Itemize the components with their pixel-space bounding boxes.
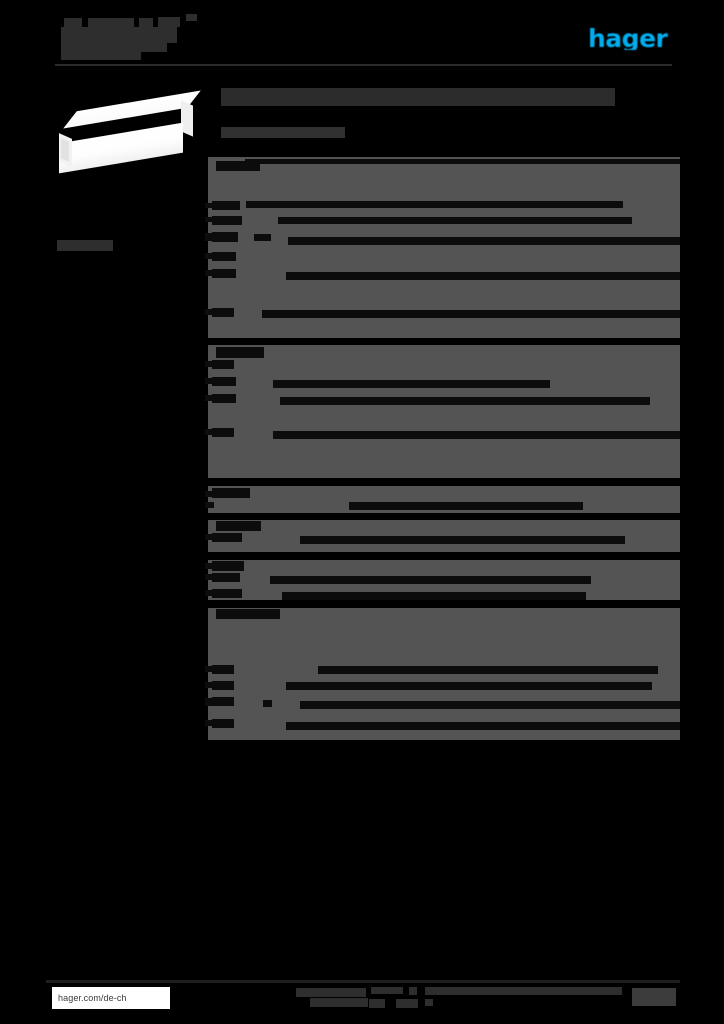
row-value-5	[286, 272, 680, 280]
footer-text-block-7	[425, 987, 622, 995]
row-value-6	[262, 310, 680, 318]
row-value-2	[278, 217, 632, 224]
row-value-9	[280, 397, 650, 405]
row-marker-18	[205, 698, 214, 706]
footer-text-block-8	[425, 999, 433, 1006]
header-reference-line-1	[64, 18, 82, 27]
row-value-11	[349, 502, 583, 510]
row-value-17	[286, 682, 652, 690]
row-label-7	[212, 360, 234, 369]
product-photo	[57, 90, 203, 175]
row-label-2	[212, 216, 242, 225]
row-value-1	[246, 201, 623, 208]
footer-text-block-2	[310, 998, 368, 1007]
page-subtitle	[221, 127, 345, 138]
row-value-8	[273, 380, 550, 388]
sidebar-meta-label	[57, 240, 113, 251]
spec-table-section-6	[205, 608, 680, 740]
row-marker-9	[205, 395, 214, 401]
page-title	[221, 88, 615, 106]
row-marker-5	[205, 270, 214, 276]
row-value-18	[300, 701, 680, 709]
row-marker-11b	[205, 502, 214, 508]
row-label-1	[212, 201, 240, 210]
row-label-8	[212, 377, 236, 386]
row-label-18	[212, 697, 234, 706]
row-marker-1	[205, 203, 214, 208]
row-marker-12	[205, 534, 214, 540]
footer-text-block-1	[296, 988, 366, 997]
row-label-4	[212, 252, 236, 261]
row-marker-3	[205, 233, 214, 241]
header-title-tail	[167, 27, 177, 43]
row-value-12	[300, 536, 625, 544]
section-4-heading	[216, 521, 261, 531]
row-value-15	[282, 592, 586, 600]
row-label-5	[212, 269, 236, 278]
spec-table-section-5	[205, 560, 680, 600]
header-title-block	[61, 27, 167, 52]
footer-text-block-3	[371, 987, 403, 994]
row-marker-13	[205, 563, 214, 569]
row-label-15	[212, 589, 242, 598]
spec-table-section-2	[205, 345, 680, 478]
spec-table-section-4	[205, 520, 680, 552]
row-label-3	[212, 232, 238, 242]
row-marker-8	[205, 378, 214, 384]
header-reference-line-4	[158, 17, 180, 27]
row-label-10	[212, 428, 234, 437]
section-1-heading	[216, 161, 260, 171]
row-label-11	[212, 488, 250, 498]
row-value-14	[270, 576, 591, 584]
spec-table-section-3	[205, 486, 680, 513]
row-label-19	[212, 719, 234, 728]
row-value-19	[286, 722, 680, 730]
row-value-3	[288, 237, 680, 245]
header-reference-line-3	[139, 18, 153, 27]
section-1-heading-value	[245, 159, 680, 164]
section-2-heading	[216, 347, 264, 358]
row-bullet-18	[263, 700, 272, 707]
header-reference-line-2	[88, 18, 134, 27]
row-marker-15	[205, 590, 214, 596]
spec-table-section-1	[205, 157, 680, 338]
row-marker-2	[205, 217, 214, 222]
row-label-14	[212, 573, 240, 582]
footer-text-block-6	[396, 999, 418, 1008]
row-bullet-3	[254, 234, 271, 241]
header-subtitle-block	[61, 50, 141, 60]
row-value-10	[273, 431, 680, 439]
row-value-16	[318, 666, 658, 674]
header-divider	[55, 64, 672, 66]
product-face-end-inner	[61, 138, 69, 162]
footer-text-block-5	[409, 987, 417, 995]
footer-page-number	[632, 988, 676, 1006]
row-marker-7	[205, 361, 214, 367]
row-marker-16	[205, 666, 214, 672]
row-marker-11	[205, 491, 214, 497]
row-label-12	[212, 533, 242, 542]
row-marker-17	[205, 682, 214, 688]
footer-website-link[interactable]: hager.com/de-ch	[52, 987, 170, 1009]
hager-logo: hager	[588, 28, 668, 50]
section-6-heading	[216, 609, 280, 619]
row-label-13	[212, 561, 244, 571]
footer-divider	[46, 980, 680, 983]
footer-text-block-4	[369, 999, 385, 1008]
page-header: hager	[0, 0, 724, 72]
row-label-9	[212, 394, 236, 403]
row-marker-10	[205, 429, 214, 435]
row-marker-6	[205, 309, 214, 315]
product-face-front	[59, 122, 183, 174]
row-marker-4	[205, 253, 214, 259]
row-marker-19	[205, 720, 214, 726]
header-superscript	[186, 14, 197, 21]
row-label-6	[212, 308, 234, 317]
row-label-16	[212, 665, 234, 674]
row-marker-14	[205, 574, 214, 580]
row-label-17	[212, 681, 234, 690]
